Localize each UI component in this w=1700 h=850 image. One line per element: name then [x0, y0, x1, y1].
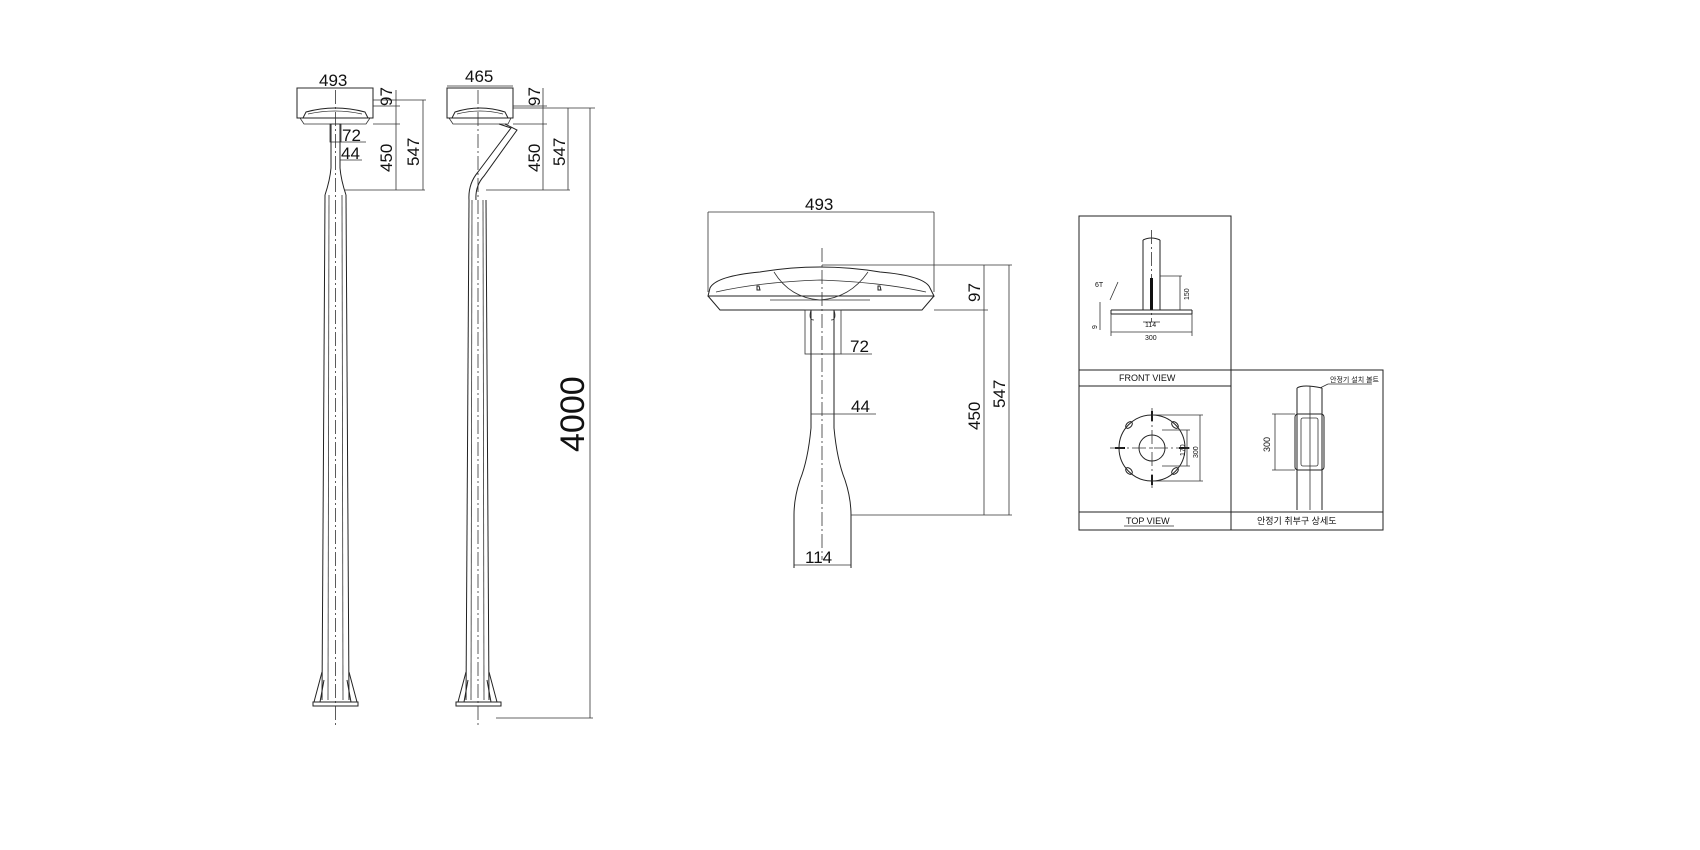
side-arm-height: 450	[525, 144, 544, 172]
bolt-pcd: 170	[1180, 444, 1187, 456]
side-head-height: 97	[525, 87, 544, 106]
ballast-note: 안정기 설치 볼트	[1330, 375, 1380, 384]
front-neck-inner: 44	[341, 144, 360, 163]
pole-height: 4000	[554, 376, 592, 452]
pipe-dia: 114	[1145, 322, 1156, 329]
pole-front-view: 493 97 450 547 72 44	[296, 71, 426, 725]
plate-width: 300	[1145, 335, 1157, 342]
opening-height: 300	[1262, 437, 1272, 452]
luminaire-detail: 493 97 450 547 72 44 114	[707, 195, 1012, 568]
plate-size: 300	[1193, 446, 1200, 458]
side-head-width: 465	[465, 67, 493, 86]
detail-head-width: 493	[805, 195, 833, 214]
front-head-height: 97	[377, 87, 396, 106]
detail-neck-inner: 44	[851, 397, 870, 416]
side-total-height: 547	[550, 138, 569, 166]
front-view-label: FRONT VIEW	[1119, 373, 1176, 383]
rib-height: 150	[1184, 288, 1191, 300]
detail-head-height: 97	[965, 283, 984, 302]
detail-base-width: 114	[805, 548, 832, 567]
base-detail-table: 6T 150 9 114 300 FRONT VIEW	[1078, 215, 1384, 531]
detail-neck-height: 450	[965, 402, 984, 430]
front-arm-height: 450	[377, 144, 396, 172]
ballast-detail-label: 안정기 취부구 상세도	[1257, 516, 1337, 526]
base-top-view: 170 300 TOP VIEW	[1110, 408, 1203, 527]
detail-neck-outer: 72	[850, 337, 869, 356]
pole-side-view: 465 97 450 547 4000	[446, 67, 595, 725]
front-head-width: 493	[319, 71, 347, 90]
top-view-label: TOP VIEW	[1126, 516, 1170, 526]
ballast-opening-detail: 안정기 설치 볼트 300 안정기 취부구 상세도	[1257, 375, 1380, 526]
plate-thickness: 6T	[1095, 282, 1104, 289]
plate-offset: 9	[1092, 325, 1099, 329]
detail-total-height: 547	[990, 380, 1009, 408]
front-neck-outer: 72	[342, 126, 361, 145]
front-total-height: 547	[404, 138, 423, 166]
base-front-view: 6T 150 9 114 300 FRONT VIEW	[1092, 230, 1193, 383]
